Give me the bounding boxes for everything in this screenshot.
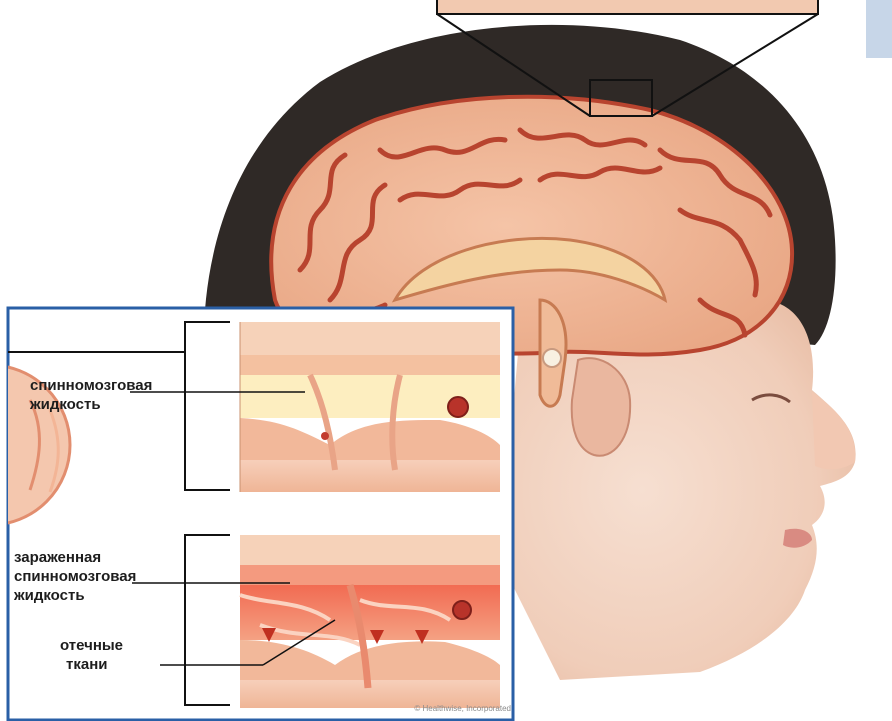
- infected-meninges-block: [240, 535, 500, 708]
- swollen-tissue-label-line2: ткани: [60, 655, 123, 674]
- infected-csf-label-line1: зараженная: [14, 548, 136, 567]
- corner-tab: [866, 0, 892, 58]
- csf-label: спинномозговая жидкость: [30, 376, 152, 414]
- normal-meninges-block: [240, 322, 500, 492]
- infected-blood-vessel: [453, 601, 471, 619]
- infected-csf-label: зараженная спинномозговая жидкость: [14, 548, 136, 605]
- infected-csf-label-line2: спинномозговая: [14, 567, 136, 586]
- blood-vessel: [448, 397, 468, 417]
- csf-label-line1: спинномозговая: [30, 376, 152, 395]
- copyright-text: © Healthwise, Incorporated: [414, 704, 511, 713]
- swollen-tissue-label: отечные ткани: [60, 636, 123, 674]
- swollen-tissue-label-line1: отечные: [60, 636, 123, 655]
- csf-label-line2: жидкость: [30, 395, 152, 414]
- infected-csf-label-line3: жидкость: [14, 586, 136, 605]
- nose: [812, 392, 855, 469]
- zoom-top-panel: [437, 0, 818, 14]
- pituitary: [543, 349, 561, 367]
